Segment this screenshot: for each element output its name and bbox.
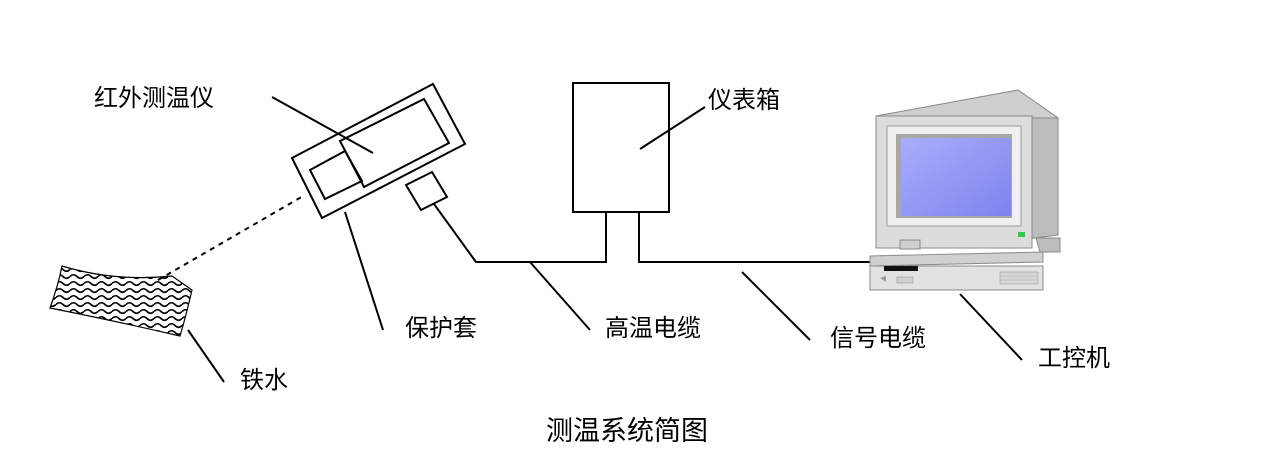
- leader-ipc: [959, 293, 1023, 361]
- protective-sheath: [290, 82, 467, 220]
- infrared-beam: [157, 194, 306, 281]
- instrument-cabinet: [572, 82, 670, 213]
- infrared-thermometer: [308, 97, 451, 201]
- label-molten-iron: 铁水: [240, 366, 288, 394]
- leader-hot-cable: [529, 261, 591, 331]
- label-signal-cable: 信号电缆: [830, 324, 926, 352]
- leader-lines: [187, 96, 1023, 383]
- leader-thermometer: [271, 96, 374, 154]
- cable-connector: [404, 170, 449, 212]
- leader-cabinet: [639, 106, 706, 150]
- leader-sheath: [344, 211, 384, 331]
- pc-base-icon: [869, 251, 1044, 291]
- label-thermometer: 红外测温仪: [94, 84, 214, 112]
- leader-molten-iron: [187, 329, 225, 383]
- high-temp-cable: [433, 203, 607, 263]
- label-cabinet: 仪表箱: [708, 86, 780, 114]
- label-ipc: 工控机: [1038, 344, 1110, 372]
- molten-iron-wave: [49, 265, 193, 337]
- pc-monitor-icon: [875, 89, 1061, 253]
- diagram-caption: 测温系统简图: [546, 416, 708, 447]
- label-sheath: 保护套: [405, 314, 477, 342]
- label-hot-cable: 高温电缆: [605, 314, 701, 342]
- leader-signal-cable: [741, 271, 811, 341]
- signal-cable: [638, 212, 870, 263]
